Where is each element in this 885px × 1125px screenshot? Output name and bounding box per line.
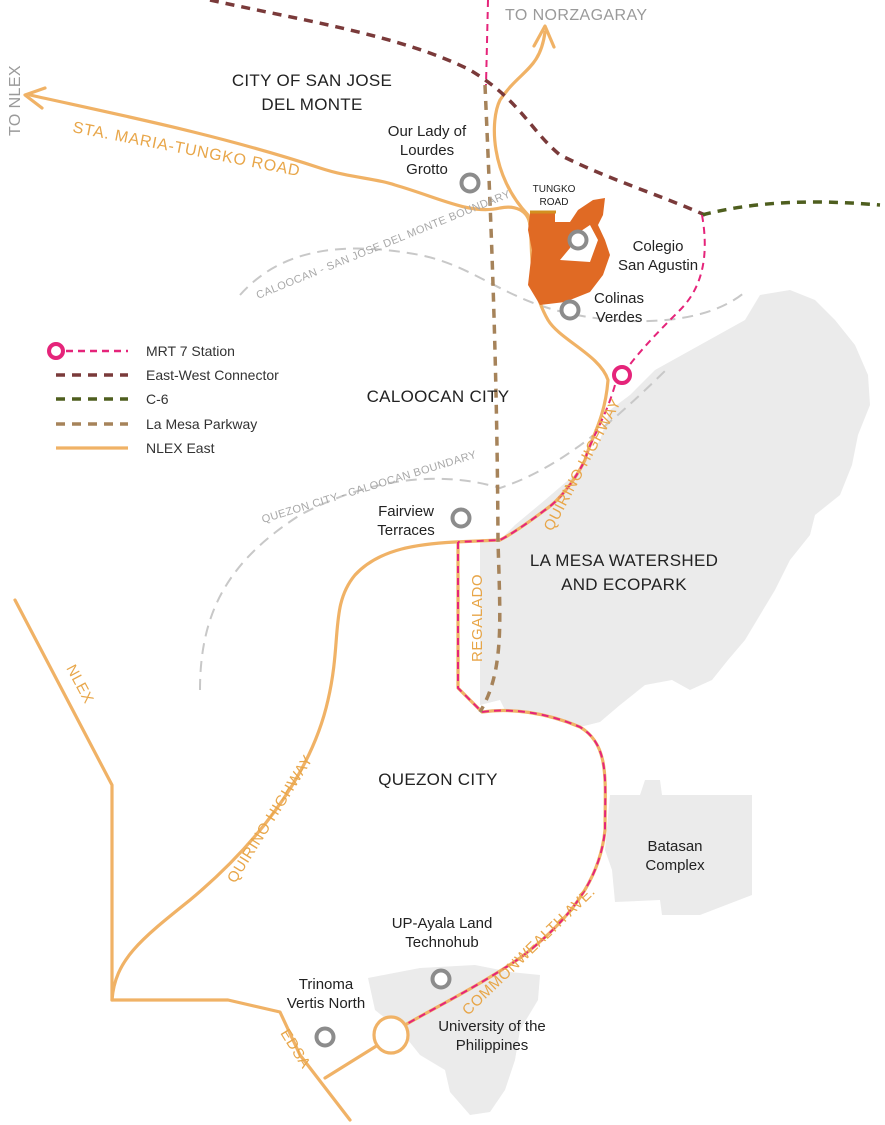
legend-c6-label: C-6 [146,391,169,407]
up-label-line2: Philippines [456,1037,529,1054]
quirino-highway-road [110,538,502,1002]
fairview-label-line1: Fairview [378,503,434,520]
mrt7-line-regalado [404,542,607,1026]
legend-nlex-east-label: NLEX East [146,440,215,456]
to-nlex-label: TO NLEX [7,65,24,136]
development-site-area [528,198,610,305]
legend-mrt7-label: MRT 7 Station [146,343,235,359]
mrt7-line-north [485,0,489,86]
technohub-label-line2: Technohub [405,934,478,951]
edsa-rotunda [372,1015,410,1055]
to-norzagaray-label: TO NORZAGARAY [505,7,647,24]
fairview-terraces-marker [450,507,472,529]
la-mesa-parkway-line [478,84,502,713]
qc-caloocan-boundary-label: QUEZON CITY - CALOOCAN BOUNDARY [260,449,478,526]
lourdes-label-line1: Our Lady of [388,123,467,140]
colegio-label-line1: Colegio [633,238,684,255]
legend-east-west-label: East-West Connector [146,367,279,383]
nlex-road [13,598,352,1122]
trinoma-label-line1: Trinoma [299,976,354,993]
watershed-label-line2: AND ECOPARK [561,575,687,594]
technohub-label-line1: UP-Ayala Land [392,915,493,932]
tungko-road-label-line1: TUNGKO [533,184,576,195]
la-mesa-watershed-area [480,290,870,727]
quirino-highway-south-label: QUIRINO HIGHWAY [224,752,316,886]
up-label-line1: University of the [438,1018,546,1035]
lourdes-label-line3: Grotto [406,161,448,178]
watershed-label-line1: LA MESA WATERSHED [530,551,718,570]
mrt7-line-quirino [457,384,616,543]
mrt7-line-extension [621,214,706,376]
legend: MRT 7 Station East-West Connector C-6 La… [47,342,279,456]
colegio-san-agustin-marker [567,229,589,251]
san-jose-label-line2: DEL MONTE [261,95,362,114]
batasan-label-line2: Complex [645,857,705,874]
colinas-label-line1: Colinas [594,290,644,307]
c6-line [701,200,881,217]
edsa-connector-road [323,1043,380,1080]
colegio-label-line2: San Agustin [618,257,698,274]
san-jose-label-line1: CITY OF SAN JOSE [232,71,392,90]
fairview-label-line2: Terraces [377,522,435,539]
quezon-city-label: QUEZON CITY [378,770,497,789]
edsa-label: EDSA [277,1026,314,1072]
sta-maria-tungko-road-label: STA. MARIA-TUNGKO ROAD [71,119,302,180]
caloocan-city-label: CALOOCAN CITY [367,387,510,406]
caloocan-sjdm-boundary-label: CALOOCAN - SAN JOSE DEL MONTE BOUNDARY [255,188,513,302]
technohub-marker [430,968,452,990]
trinoma-label-line2: Vertis North [287,995,365,1012]
regalado-label: REGALADO [469,574,486,662]
legend-mrt7-icon [47,342,65,360]
batasan-complex-area [605,780,752,915]
legend-parkway-label: La Mesa Parkway [146,416,257,432]
up-campus-area [368,965,540,1115]
batasan-label-line1: Batasan [647,838,702,855]
lourdes-label-line2: Lourdes [400,142,454,159]
mrt7-station-marker [612,365,632,385]
lourdes-grotto-marker [459,172,481,194]
colinas-verdes-marker [559,299,581,321]
trinoma-marker [314,1026,336,1048]
colinas-label-line2: Verdes [596,309,643,326]
norzagaray-arrow-icon [532,24,556,49]
east-west-connector-line [209,0,706,217]
tungko-road-label-line2: ROAD [540,197,569,208]
nlex-arrow-icon [23,86,47,110]
sta-maria-tungko-road [28,93,532,227]
